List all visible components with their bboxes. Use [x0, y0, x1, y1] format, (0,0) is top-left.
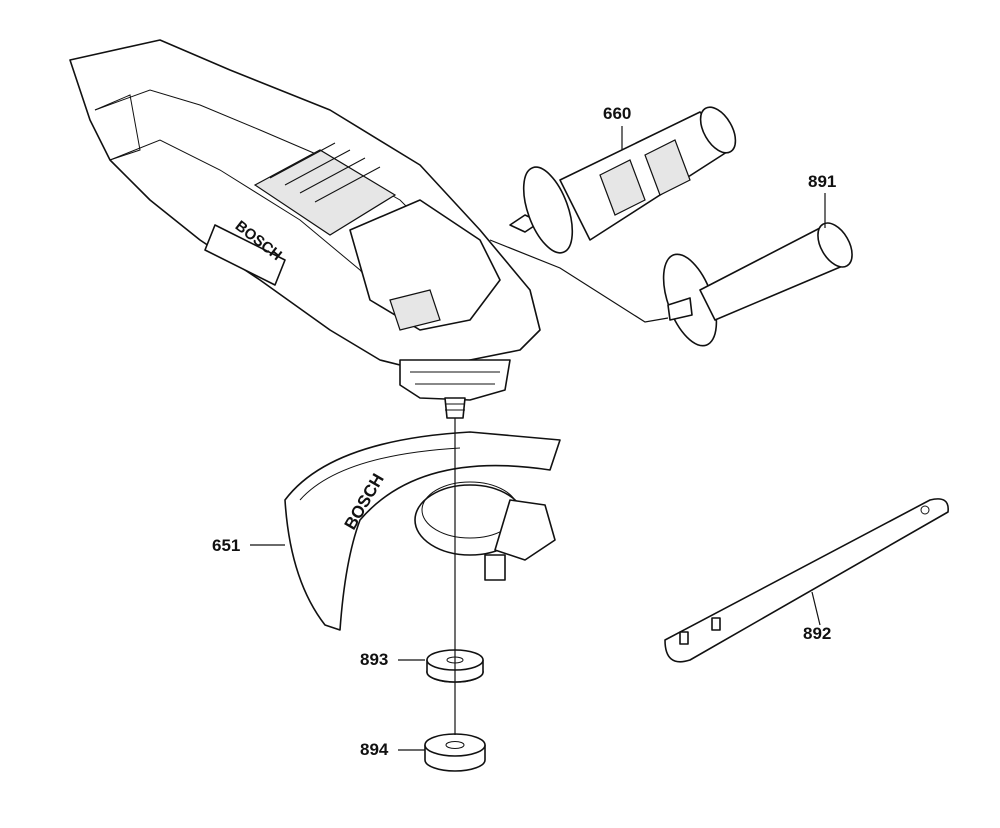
part-label-894: 894 — [360, 740, 389, 759]
leader-lines — [250, 126, 826, 751]
part-label-651: 651 — [212, 536, 241, 555]
handle-660-drawing — [509, 106, 737, 254]
part-label-891: 891 — [808, 172, 837, 191]
part-label-660: 660 — [603, 104, 632, 123]
spanner-892-drawing — [664, 498, 949, 663]
part-label-892: 892 — [803, 624, 832, 643]
nut-894-drawing — [424, 733, 486, 772]
part-label-893: 893 — [360, 650, 389, 669]
guard-651-drawing — [284, 431, 561, 631]
angle-grinder-body — [69, 39, 541, 419]
handle-891-drawing — [662, 222, 853, 347]
